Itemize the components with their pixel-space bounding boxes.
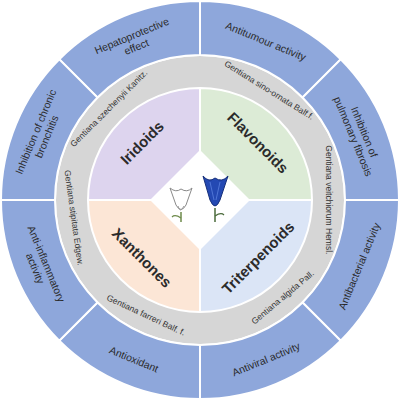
segment-fill [200,303,341,399]
activity-label: Antiviral activity [217,334,314,383]
segment-fill [1,200,97,341]
white-gentian-flower [170,188,192,222]
center-diamond [150,150,250,250]
activity-label: Anti-inflammatory activity [11,215,72,317]
species-name: Gentiana algida Pall. [250,269,316,327]
segment-fill [200,1,341,97]
species-name: Gentiana stipitata Edgew. [61,169,84,266]
activity-label: Antioxidant [86,334,183,383]
blue-gentian-flower [203,176,228,222]
species-name: Gentiana sino-ornata Balf.f. [222,59,315,122]
compound-label: Xanthones [97,213,187,303]
species-name: Gentiana veitchiorum Hemsl. [324,145,334,254]
segment-fill [59,303,200,399]
grey-ring [55,55,345,345]
segment-fill [303,59,399,200]
activity-label: Hepatoprotective effect [83,11,185,72]
activity-label: Antitumour activity [217,16,314,65]
species-name: Gentiana szechenyii Kanitz. [69,68,150,149]
segment-fill [303,200,399,341]
species-name: Gentiana farreri Balf. f. [105,294,187,339]
activity-label: Inhibition of pulmonary fibrosis [329,83,390,185]
activity-label: Antibacterial activity [334,217,383,314]
compound-label: Flavonoids [213,97,303,187]
